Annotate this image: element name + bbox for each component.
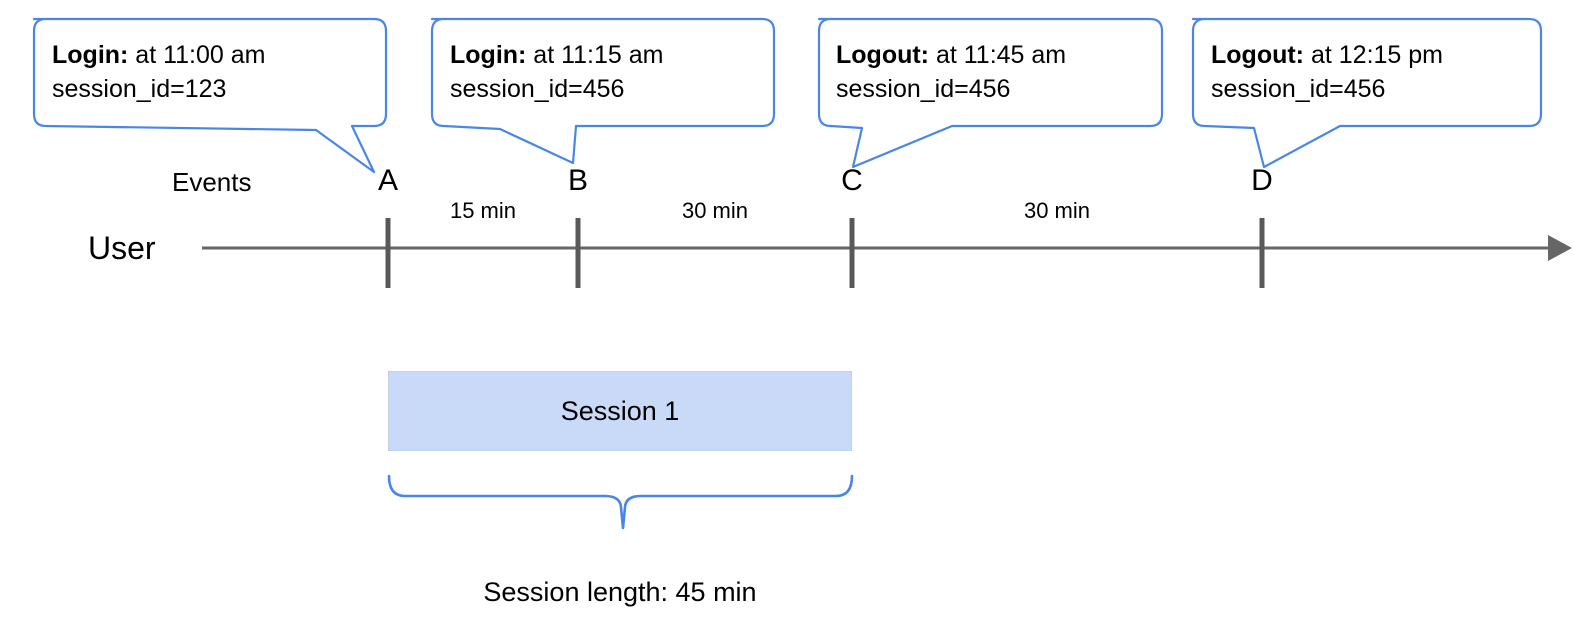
session-length-brace <box>387 474 854 530</box>
session-length-caption: Session length: 45 min <box>483 577 757 607</box>
callout-1-detail: at 11:00 am <box>128 41 266 69</box>
interval-label-ab: 15 min <box>449 198 517 223</box>
callout-3-meta: session_id=456 <box>836 75 1011 103</box>
callout-1-text: Login: at 11:00 am session_id=123 <box>52 38 265 106</box>
callout-bubble-2 <box>430 17 776 165</box>
marker-label-c: C <box>841 164 863 197</box>
callout-3-kind: Logout: <box>836 41 930 69</box>
callout-3-detail: at 11:45 am <box>929 41 1067 69</box>
lane-label-user: User <box>88 230 156 266</box>
interval-label-bc: 30 min <box>681 198 749 223</box>
callout-2-kind: Login: <box>450 41 527 69</box>
callout-4-detail: at 12:15 pm <box>1304 41 1443 69</box>
callout-4-kind: Logout: <box>1211 41 1305 69</box>
callout-bubble-1 <box>32 17 388 174</box>
timeline-axis-arrowhead <box>1548 235 1572 261</box>
callout-1-meta: session_id=123 <box>52 75 227 103</box>
session-bar[interactable]: Session 1 <box>388 371 852 451</box>
callout-1-kind: Login: <box>52 41 129 69</box>
callout-4-text: Logout: at 12:15 pm session_id=456 <box>1211 38 1443 106</box>
lane-label-events: Events <box>172 167 252 197</box>
callout-bubble-3 <box>817 17 1164 169</box>
callout-2-detail: at 11:15 am <box>526 41 664 69</box>
callout-2-text: Login: at 11:15 am session_id=456 <box>450 38 663 106</box>
marker-label-d: D <box>1251 164 1273 197</box>
session-bar-label: Session 1 <box>560 395 680 426</box>
callout-bubble-4 <box>1191 17 1543 169</box>
interval-label-cd: 30 min <box>1023 198 1091 223</box>
marker-label-a: A <box>377 164 398 197</box>
callout-3-text: Logout: at 11:45 am session_id=456 <box>836 38 1066 106</box>
marker-label-b: B <box>567 164 588 197</box>
callout-2-meta: session_id=456 <box>450 75 625 103</box>
callout-4-meta: session_id=456 <box>1211 75 1386 103</box>
